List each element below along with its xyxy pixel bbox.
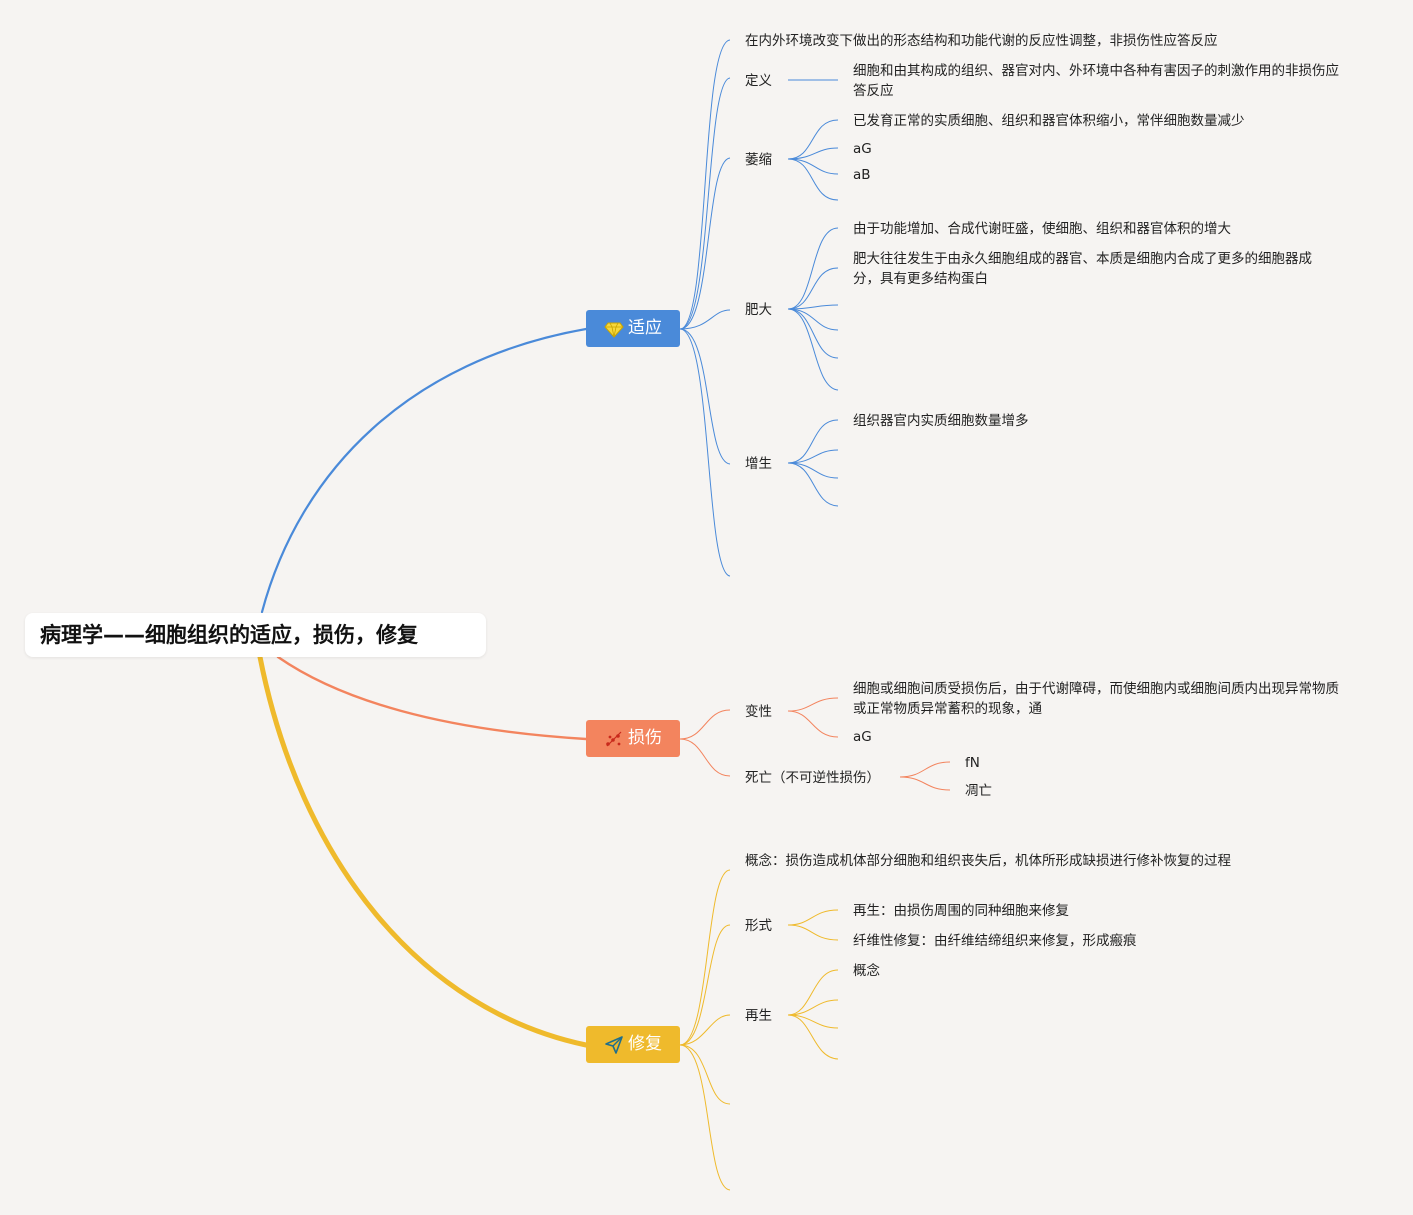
forms-item-regeneration[interactable]: 再生：由损伤周围的同种细胞来修复 bbox=[853, 903, 1069, 919]
subtopic-forms[interactable]: 形式 bbox=[745, 918, 772, 934]
repair-concept-text[interactable]: 概念：损伤造成机体部分细胞和组织丧失后，机体所形成缺损进行修补恢复的过程 bbox=[745, 853, 1231, 869]
topic-adaptation[interactable]: 适应 bbox=[586, 310, 680, 347]
definition-detail[interactable]: 细胞和由其构成的组织、器官对内、外环境中各种有害因子的刺激作用的非损伤应答反应 bbox=[853, 63, 1339, 99]
connector-root-repair bbox=[257, 654, 589, 1048]
forms-item-fibrous[interactable]: 纤维性修复：由纤维结缔组织来修复，形成瘢痕 bbox=[853, 933, 1137, 949]
paper-plane-icon bbox=[605, 1036, 623, 1054]
degeneration-detail[interactable]: 细胞或细胞间质受损伤后，由于代谢障碍，而使细胞内或细胞间质内出现异常物质或正常物… bbox=[853, 681, 1339, 717]
atrophy-item[interactable]: aB bbox=[853, 167, 871, 183]
topic-repair[interactable]: 修复 bbox=[586, 1026, 680, 1063]
death-item[interactable]: fN bbox=[965, 755, 980, 771]
subtopic-death[interactable]: 死亡（不可逆性损伤） bbox=[745, 770, 880, 786]
subtopic-definition[interactable]: 定义 bbox=[745, 73, 772, 89]
topic-label: 适应 bbox=[628, 318, 662, 338]
atrophy-item[interactable]: aG bbox=[853, 141, 872, 157]
topic-label: 修复 bbox=[628, 1034, 662, 1054]
adaptation-definition-text[interactable]: 在内外环境改变下做出的形态结构和功能代谢的反应性调整，非损伤性应答反应 bbox=[745, 33, 1218, 49]
subtopic-degeneration[interactable]: 变性 bbox=[745, 704, 772, 720]
regeneration-item-concept[interactable]: 概念 bbox=[853, 963, 880, 979]
death-item-apoptosis[interactable]: 凋亡 bbox=[965, 783, 992, 799]
scatter-icon bbox=[606, 731, 622, 747]
diamond-icon bbox=[604, 322, 624, 338]
connector-root-injury bbox=[276, 655, 588, 741]
connector-root-adapt bbox=[260, 327, 588, 614]
subtopic-hypertrophy[interactable]: 肥大 bbox=[745, 302, 772, 318]
subtopic-hyperplasia[interactable]: 增生 bbox=[745, 456, 772, 472]
hypertrophy-detail[interactable]: 由于功能增加、合成代谢旺盛，使细胞、组织和器官体积的增大 bbox=[853, 221, 1231, 237]
subtopic-regeneration[interactable]: 再生 bbox=[745, 1008, 772, 1024]
root-topic[interactable]: 病理学——细胞组织的适应，损伤，修复 bbox=[25, 613, 486, 657]
subtopic-atrophy[interactable]: 萎缩 bbox=[745, 152, 772, 168]
degeneration-item[interactable]: aG bbox=[853, 729, 872, 745]
hyperplasia-detail[interactable]: 组织器官内实质细胞数量增多 bbox=[853, 413, 1029, 429]
atrophy-detail[interactable]: 已发育正常的实质细胞、组织和器官体积缩小，常伴细胞数量减少 bbox=[853, 113, 1245, 129]
topic-injury[interactable]: 损伤 bbox=[586, 720, 680, 757]
hypertrophy-detail[interactable]: 肥大往往发生于由永久细胞组成的器官、本质是细胞内合成了更多的细胞器成分，具有更多… bbox=[853, 251, 1312, 287]
topic-label: 损伤 bbox=[628, 728, 662, 748]
